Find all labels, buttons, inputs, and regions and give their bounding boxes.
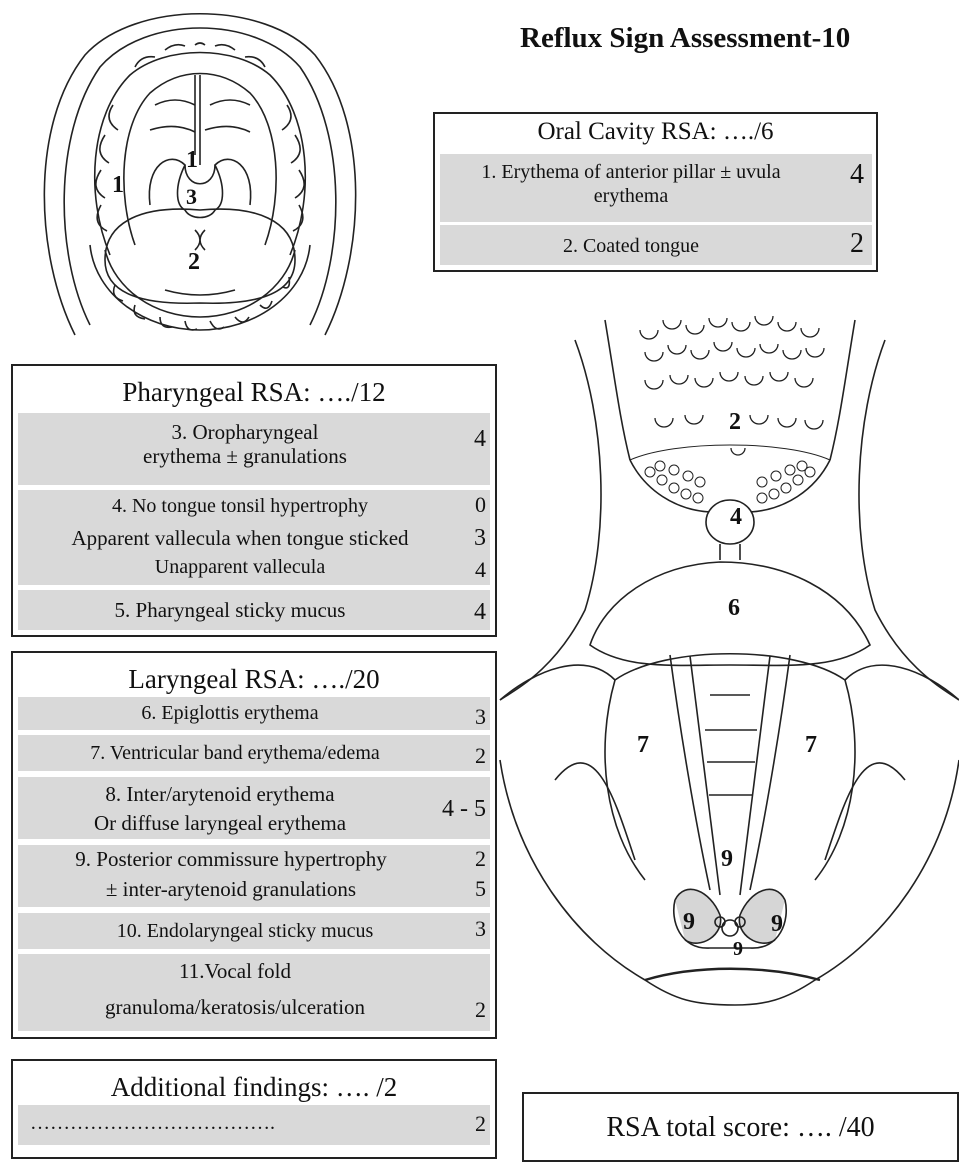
pharyngeal-row-4-line-3: Unapparent vallecula [20, 555, 460, 579]
pharyngeal-row-4-score-3: 4 [440, 557, 486, 583]
laryngeal-row-7-text: 7. Ventricular band erythema/edema [20, 741, 450, 765]
laryngeal-row-6-score: 3 [440, 704, 486, 730]
oral-cavity-illustration [35, 5, 365, 345]
larynx-label-commissure: 9 [721, 847, 733, 871]
larynx-label-posterior: 9 [733, 937, 743, 961]
larynx-label-epiglottis: 6 [728, 596, 740, 620]
larynx-label-band-left: 7 [637, 733, 649, 757]
laryngeal-row-11-line-1: 11.Vocal fold [20, 959, 450, 983]
laryngeal-row-11-score: 2 [440, 997, 486, 1023]
mouth-label-uvula: 1 [186, 148, 198, 172]
additional-row-1-text: ………………………………. [30, 1111, 390, 1135]
mouth-label-tongue: 2 [188, 250, 200, 274]
total-score-label: RSA total score: …. /40 [524, 1112, 957, 1144]
laryngeal-row-7-score: 2 [440, 743, 486, 769]
additional-row-1-score: 2 [440, 1111, 486, 1137]
laryngeal-row-8-line-2: Or diffuse laryngeal erythema [40, 811, 400, 835]
total-score-panel: RSA total score: …. /40 [522, 1092, 959, 1162]
laryngeal-row-6-text: 6. Epiglottis erythema [60, 701, 400, 725]
pharyngeal-row-4-score-2: 3 [440, 525, 486, 551]
larynx-label-tongue: 2 [729, 410, 741, 434]
larynx-label-band-right: 7 [805, 733, 817, 757]
oral-row-1-text: 1. Erythema of anterior pillar ± uvula e… [446, 160, 816, 208]
pharyngeal-row-5-text: 5. Pharyngeal sticky mucus [60, 598, 400, 622]
laryngeal-row-9-score-2: 5 [440, 876, 486, 902]
oral-cavity-header: Oral Cavity RSA: …./6 [435, 116, 876, 148]
mouth-label-oropharynx: 3 [186, 185, 197, 209]
laryngeal-row-10-score: 3 [440, 916, 486, 942]
pharyngeal-row-4-line-1: 4. No tongue tonsil hypertrophy [20, 494, 460, 518]
oral-row-2-text: 2. Coated tongue [446, 234, 816, 258]
mouth-label-pillar: 1 [112, 173, 124, 197]
pharyngeal-header: Pharyngeal RSA: …./12 [13, 376, 495, 408]
laryngeal-row-11-line-2: granuloma/keratosis/ulceration [20, 995, 450, 1019]
laryngeal-row-9-score-1: 2 [440, 846, 486, 872]
larynx-label-arytenoid-left: 9 [683, 910, 695, 934]
pharyngeal-row-3-text: 3. Oropharyngeal erythema ± granulations [130, 420, 360, 468]
pharyngeal-row-4-line-2: Apparent vallecula when tongue sticked [20, 526, 460, 550]
oral-row-2-score: 2 [826, 229, 864, 259]
larynx-illustration [495, 300, 959, 1090]
oral-row-1-score: 4 [826, 160, 864, 190]
laryngeal-row-9-line-2: ± inter-arytenoid granulations [16, 877, 446, 901]
laryngeal-row-8-line-1: 8. Inter/arytenoid erythema [40, 782, 400, 806]
laryngeal-row-10-text: 10. Endolaryngeal sticky mucus [60, 919, 430, 943]
larynx-label-vallecula: 4 [730, 505, 742, 529]
larynx-label-arytenoid-right: 9 [771, 912, 783, 936]
page-title: Reflux Sign Assessment-10 [520, 22, 950, 55]
laryngeal-header: Laryngeal RSA: …./20 [13, 663, 495, 695]
additional-findings-header: Additional findings: …. /2 [13, 1071, 495, 1103]
laryngeal-row-8-score: 4 - 5 [410, 796, 486, 822]
pharyngeal-row-5-score: 4 [440, 599, 486, 625]
pharyngeal-row-4-score-1: 0 [440, 492, 486, 518]
pharyngeal-row-3-score: 4 [440, 426, 486, 452]
laryngeal-row-9-line-1: 9. Posterior commissure hypertrophy [16, 847, 446, 871]
